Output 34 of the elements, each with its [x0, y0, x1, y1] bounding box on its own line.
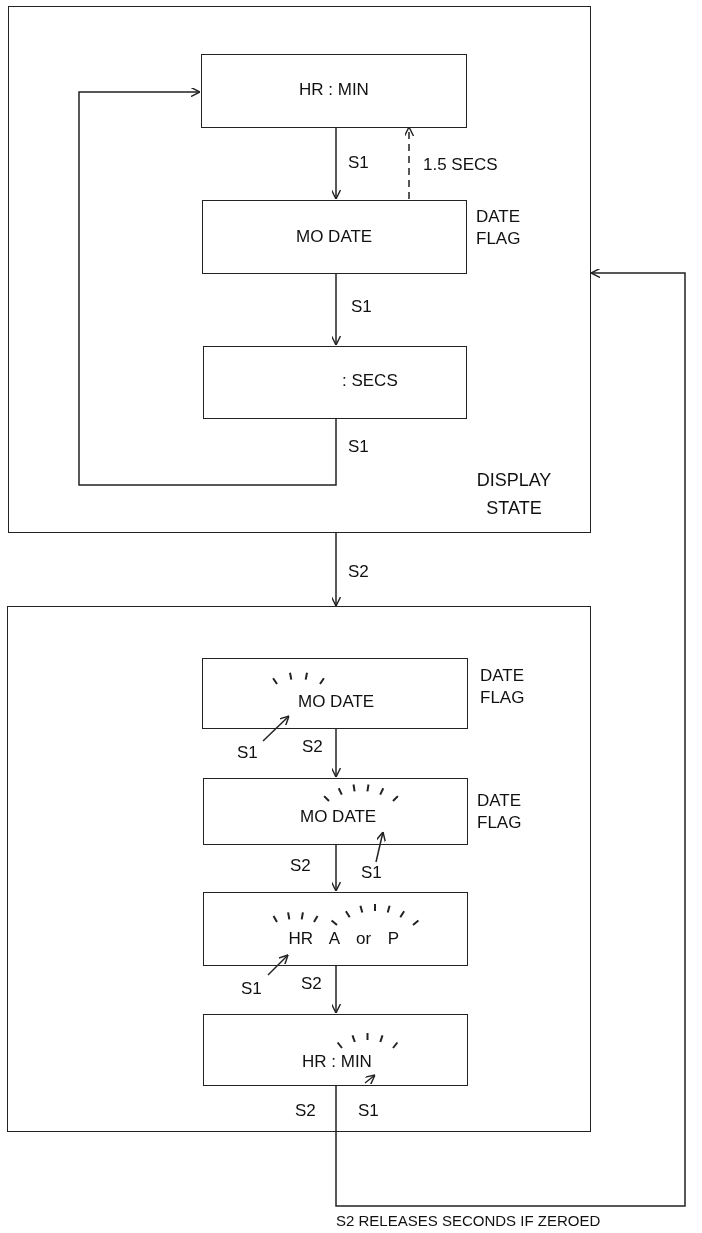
arrow — [403, 126, 415, 200]
state-label: HR : MIN — [302, 1052, 372, 1072]
group-frame — [8, 6, 591, 533]
pointer-arrow — [262, 715, 290, 742]
group-title: DISPLAY STATE — [475, 469, 553, 520]
state-label: MO DATE — [298, 692, 375, 712]
state-box — [202, 200, 467, 274]
arrow — [330, 964, 342, 1014]
state-box — [203, 346, 467, 419]
state-label: HR : MIN — [299, 80, 369, 100]
state-label: MO DATE — [300, 807, 377, 827]
state-box — [203, 778, 468, 845]
state-label: HR A or P — [288, 929, 400, 949]
arrow — [330, 126, 342, 200]
loop-arrow — [78, 86, 337, 486]
side-note: DATE FLAG — [477, 790, 523, 834]
side-note: DATE FLAG — [476, 206, 522, 250]
state-box — [203, 892, 468, 966]
note-text: S2 RELEASES SECONDS IF ZEROED — [336, 1212, 601, 1229]
state-box — [203, 1014, 468, 1086]
group-frame — [7, 606, 591, 1132]
state-box — [201, 54, 467, 128]
arrow — [330, 843, 342, 892]
arrow — [330, 272, 342, 346]
state-label: MO DATE — [296, 227, 373, 247]
side-note: DATE FLAG — [480, 665, 526, 709]
pointer-arrow — [375, 831, 387, 863]
loop-arrow — [335, 267, 686, 1207]
pointer-arrow — [364, 1074, 376, 1085]
pointer-arrow — [267, 954, 289, 976]
state-label: : SECS — [342, 371, 398, 391]
state-box — [202, 658, 468, 729]
arrow — [330, 727, 342, 778]
arrow — [330, 532, 342, 607]
